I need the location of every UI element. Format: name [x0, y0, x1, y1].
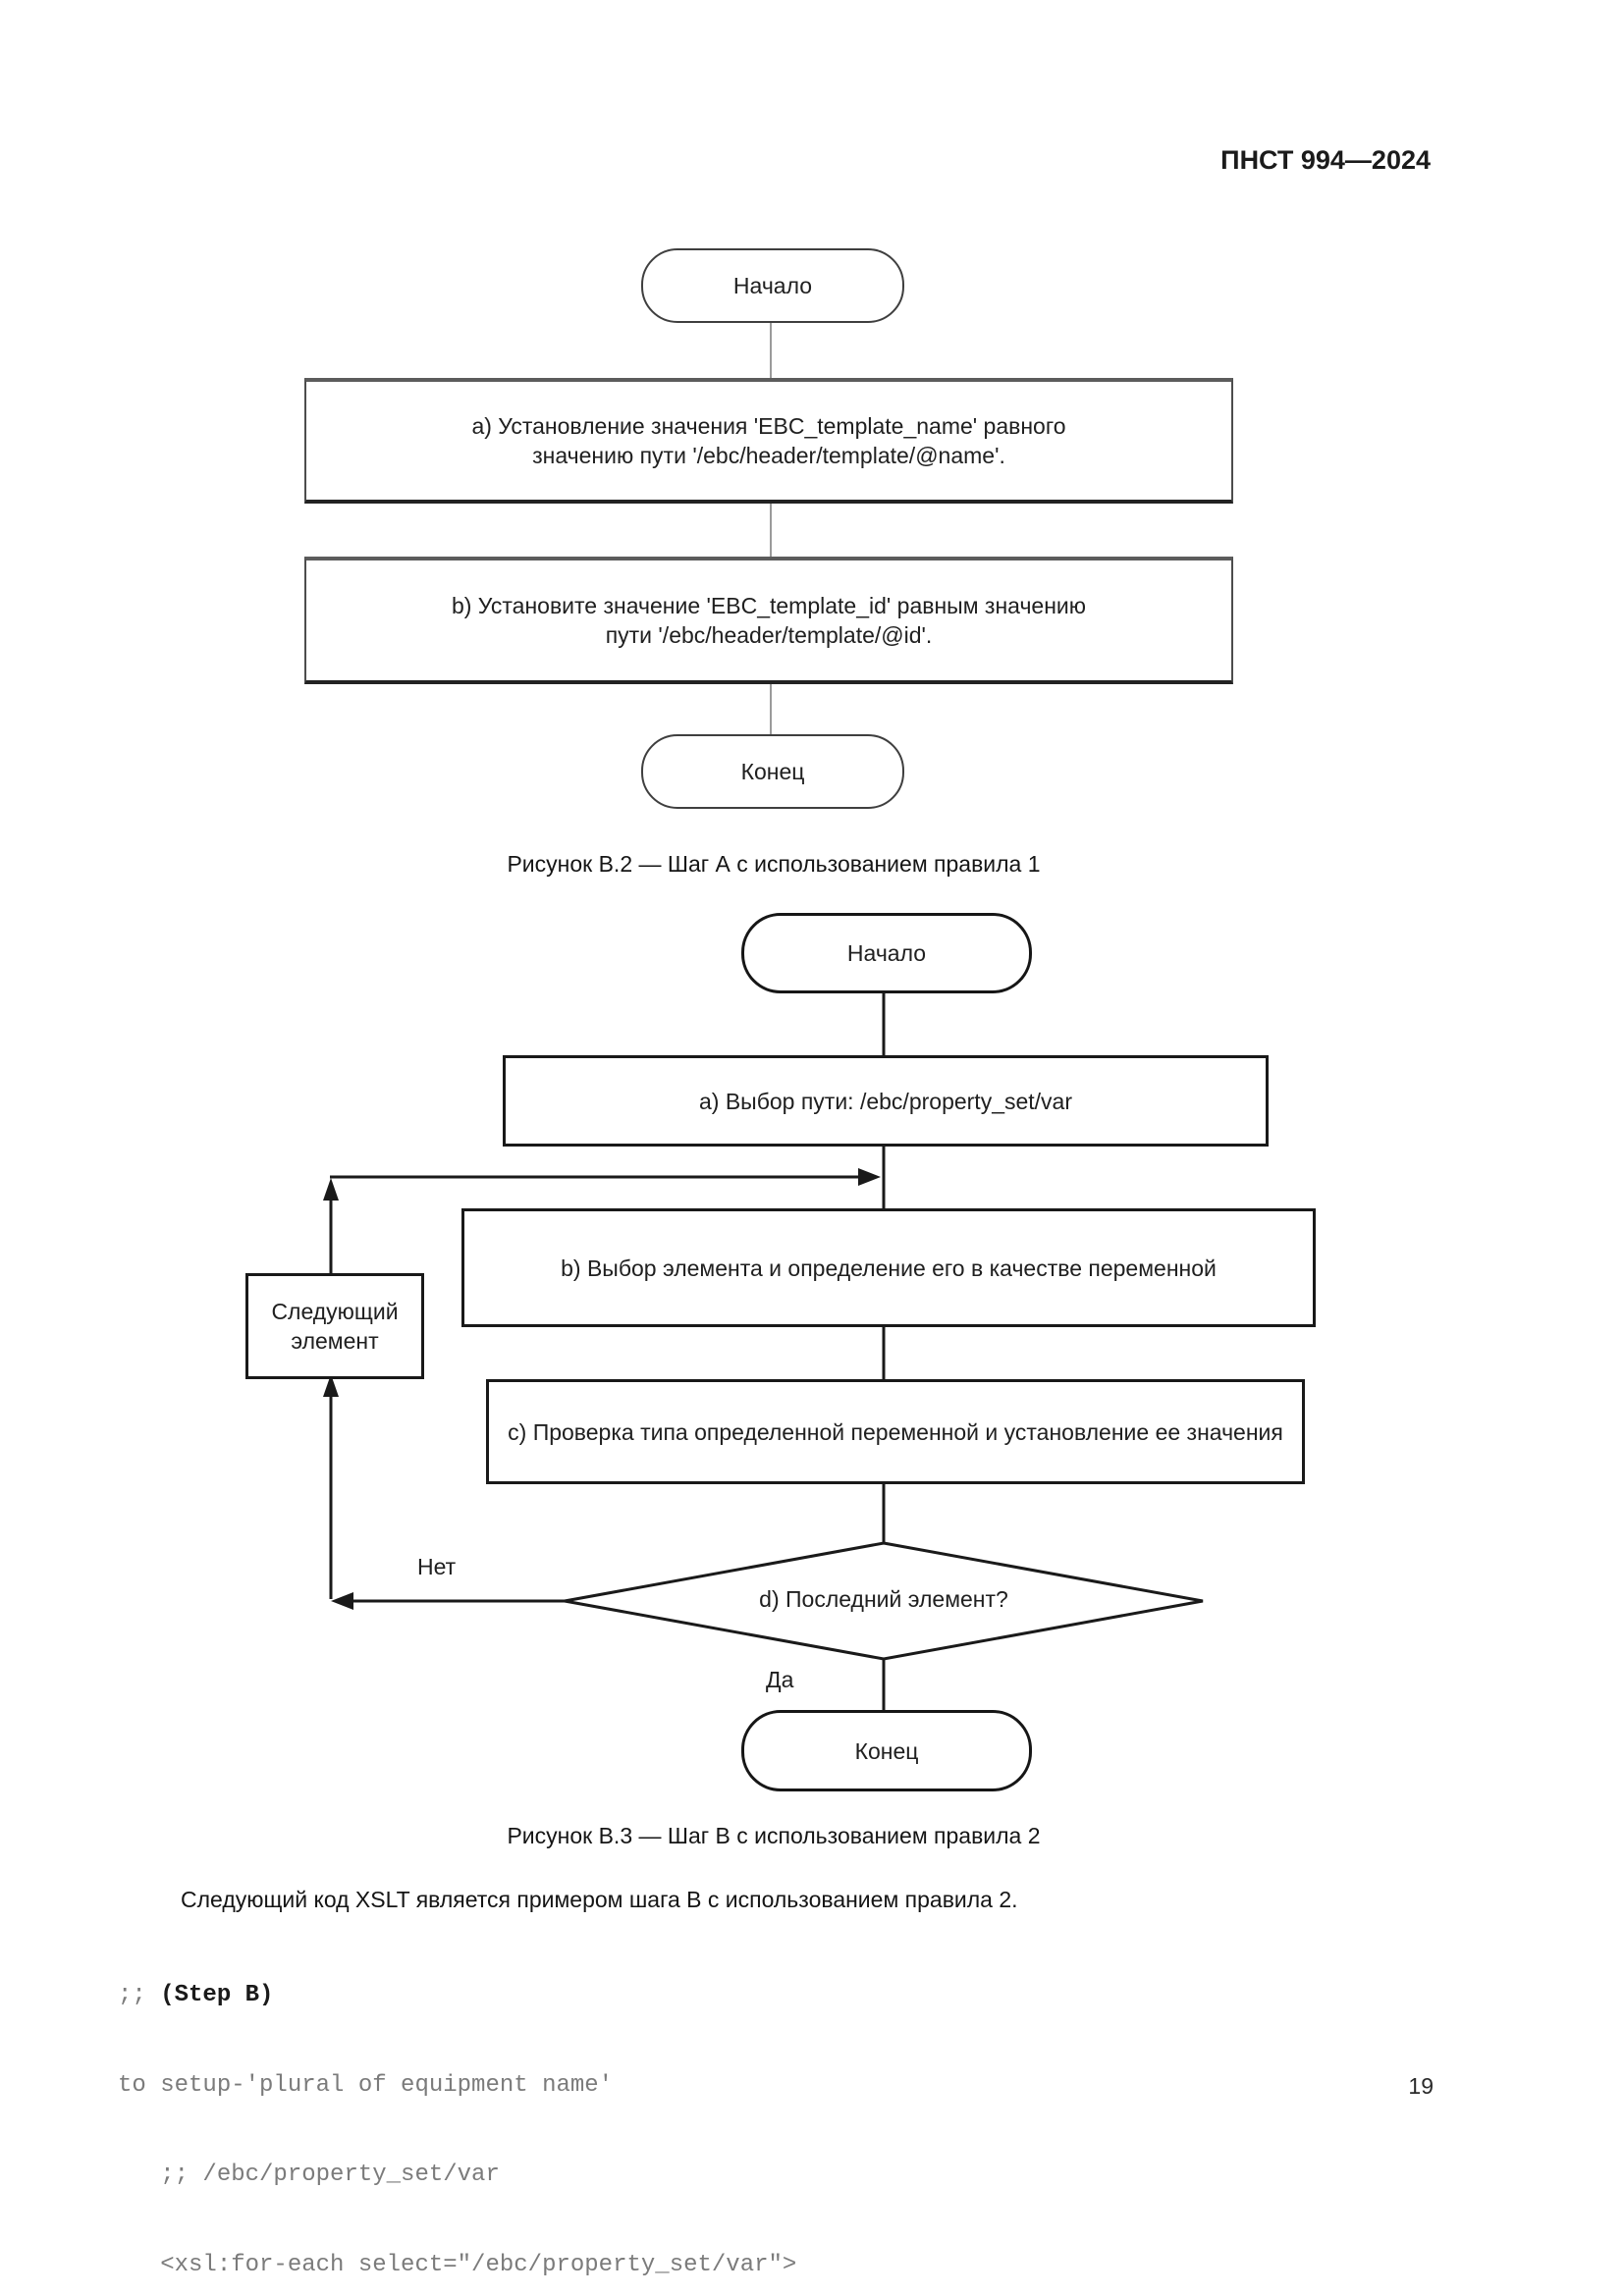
fc2-no-label: Нет [417, 1554, 457, 1579]
code-line-2: to setup-'plural of equipment name' [118, 2071, 614, 2099]
fc2-decision-label: d) Последний элемент? [759, 1586, 1008, 1612]
fc1-step-a-line2: значению пути '/ebc/header/template/@nam… [532, 443, 1005, 468]
fc2-step-b-box: b) Выбор элемента и определение его в ка… [461, 1208, 1316, 1327]
body-paragraph: Следующий код XSLT является примером шаг… [181, 1887, 1018, 1912]
fc2-step-b-text: b) Выбор элемента и определение его в ка… [561, 1255, 1217, 1281]
code-line-1: ;; (Step B) [118, 1981, 796, 2011]
fc2-yes-label: Да [766, 1667, 794, 1692]
fc2-end-label: Конец [854, 1737, 919, 1764]
fc2-step-a-text: a) Выбор пути: /ebc/property_set/var [698, 1088, 1073, 1114]
decision-diamond [564, 1541, 1204, 1661]
fc1-start-label: Начало [732, 273, 813, 298]
fc2-step-c-box: c) Проверка типа определенной переменной… [486, 1379, 1305, 1484]
xslt-code-block: ;; (Step B) to setup-'plural of equipmen… [118, 1921, 796, 2296]
fc1-end-terminal: Конец [641, 734, 904, 809]
fc1-step-a-box: a) Установление значения 'EBC_template_n… [304, 378, 1233, 504]
arrowhead-right-icon [858, 1168, 881, 1186]
code-line-4: <xsl:for-each select="/ebc/property_set/… [118, 2251, 797, 2278]
figure-b3-caption: Рисунок В.3 — Шаг В с использованием пра… [507, 1823, 1041, 1848]
code-line-3: ;; /ebc/property_set/var [118, 2162, 500, 2188]
next-element-line2: элемент [291, 1328, 379, 1354]
fc1-step-a-line1: a) Установление значения 'EBC_template_n… [471, 413, 1066, 439]
next-element-line1: Следующий [271, 1299, 399, 1324]
fc2-step-c-text: c) Проверка типа определенной переменной… [508, 1418, 1283, 1445]
arrowhead-left-icon [331, 1592, 353, 1610]
fc1-end-label: Конец [740, 759, 805, 784]
code-comment-marker: ;; [118, 1982, 161, 2008]
arrowhead-up-icon [323, 1178, 339, 1201]
fc2-step-a-box: a) Выбор пути: /ebc/property_set/var [503, 1055, 1269, 1147]
fc2-start-label: Начало [846, 940, 927, 966]
page-header: ПНСТ 994—2024 [1220, 145, 1431, 175]
fc2-start-terminal: Начало [741, 913, 1032, 993]
fc2-end-terminal: Конец [741, 1710, 1032, 1791]
page-number: 19 [1408, 2073, 1434, 2099]
figure-b2-caption: Рисунок В.2 — Шаг А с использованием пра… [507, 851, 1041, 877]
fc2-next-element-box: Следующий элемент [245, 1273, 424, 1379]
fc1-step-b-line2: пути '/ebc/header/template/@id'. [605, 622, 933, 648]
arrowhead-up-into-loopbox-icon [323, 1374, 339, 1397]
fc1-step-b-box: b) Установите значение 'EBC_template_id'… [304, 557, 1233, 684]
code-step-b-label: (Step B) [160, 1982, 274, 2008]
fc1-start-terminal: Начало [641, 248, 904, 323]
fc1-step-b-line1: b) Установите значение 'EBC_template_id'… [451, 593, 1087, 618]
